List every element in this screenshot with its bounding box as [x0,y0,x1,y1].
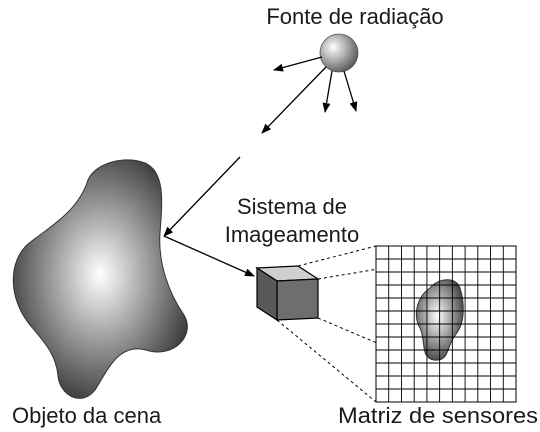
label-imaging-system-line2: Imageamento [225,222,360,247]
radiation-rays [163,56,358,277]
sensor-grid [375,245,517,403]
label-sensor-matrix: Matriz de sensores [338,403,538,428]
label-radiation-source: Fonte de radiação [266,4,443,29]
label-imaging-system-line1: Sistema de [237,194,347,219]
label-scene-object: Objeto da cena [12,403,162,428]
imaging-system-cube [255,265,320,322]
radiation-source [319,33,359,73]
scene-object [12,159,188,399]
projection-lines [276,245,517,403]
